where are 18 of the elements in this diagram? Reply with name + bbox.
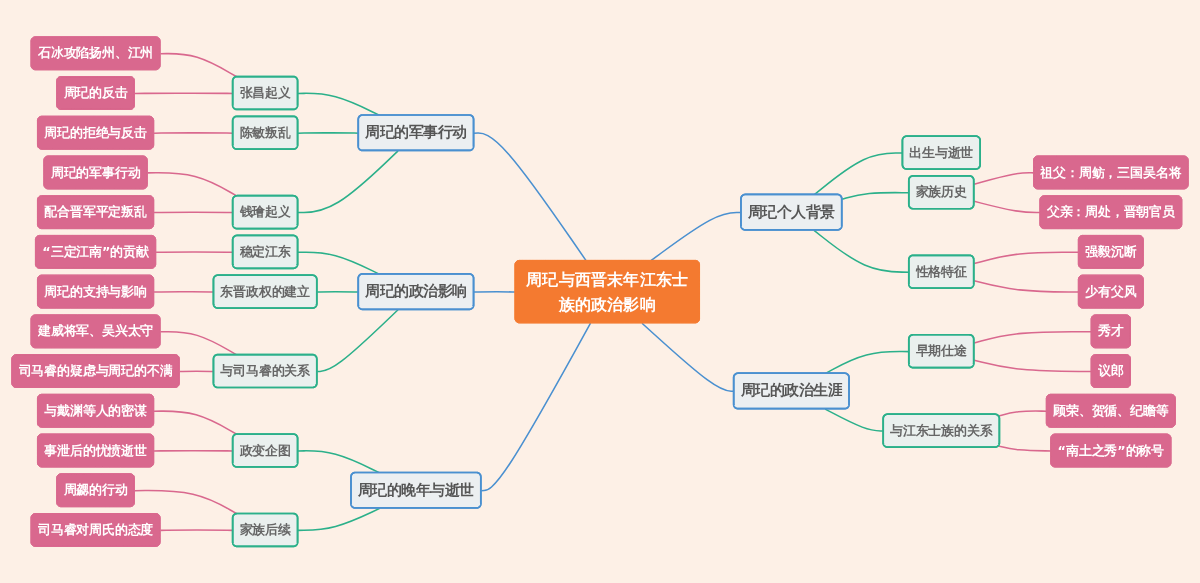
connector (159, 330, 238, 356)
connector (134, 489, 238, 515)
connector (480, 322, 592, 492)
connector (973, 279, 1080, 293)
connector (473, 132, 587, 262)
connector (146, 171, 238, 197)
connector (316, 308, 399, 373)
connector (973, 171, 1035, 185)
connector (973, 330, 1093, 344)
connector (297, 150, 399, 214)
connector (297, 449, 381, 474)
connector (997, 445, 1052, 452)
connector (159, 52, 238, 78)
connector (973, 251, 1080, 265)
connector (973, 359, 1093, 373)
connector (473, 290, 517, 293)
connector (297, 507, 381, 532)
connector (153, 410, 238, 436)
